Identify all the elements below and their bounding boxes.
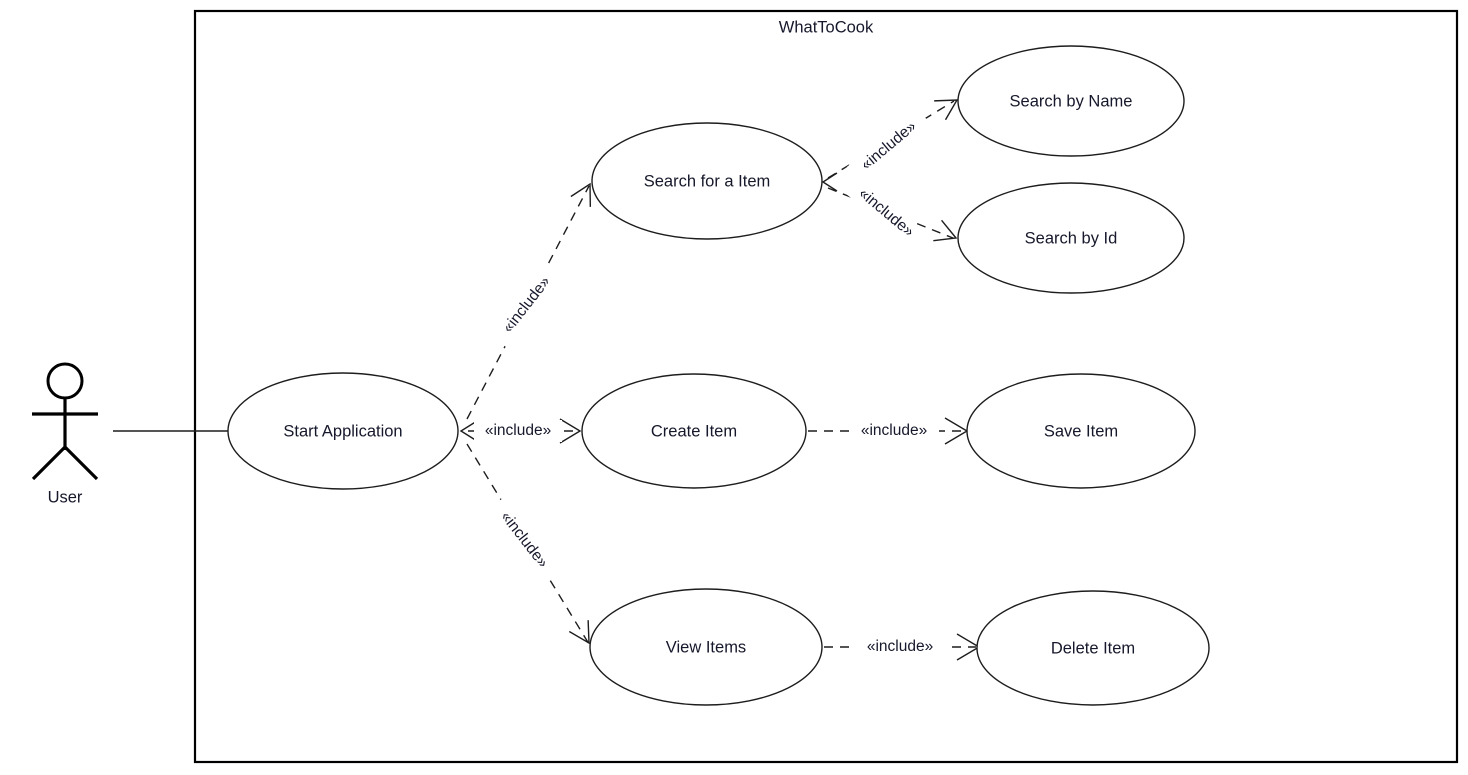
- use-case-label: Save Item: [1044, 422, 1118, 440]
- label-backdrop: [849, 420, 939, 442]
- use-case-create-item[interactable]: Create Item: [581, 373, 807, 489]
- arrowhead-into-search-for-item: [570, 182, 592, 207]
- label-backdrop: [843, 175, 929, 251]
- use-case-label: Create Item: [651, 422, 737, 440]
- include-label-view-to-delete: «include»: [855, 636, 945, 658]
- use-case-save-item[interactable]: Save Item: [966, 373, 1196, 489]
- use-case-ellipse: [976, 590, 1210, 706]
- system-boundary-title: WhatToCook: [779, 18, 874, 36]
- arrowhead-into-view-items: [568, 620, 590, 645]
- actor-left-leg-icon: [31, 445, 67, 481]
- include-label-text: «include»: [867, 638, 933, 655]
- actor-label: User: [48, 488, 83, 506]
- arrowhead-into-create-item: [559, 418, 582, 444]
- actor-user[interactable]: User: [31, 362, 99, 506]
- label-backdrop: [855, 636, 945, 658]
- use-case-search-by-name[interactable]: Search by Name: [957, 45, 1185, 157]
- arrowhead-into-start-application: [459, 420, 478, 442]
- use-case-ellipse: [581, 373, 807, 489]
- arrowhead-into-search-by-name: [934, 99, 959, 121]
- label-backdrop: [490, 261, 564, 349]
- use-case-ellipse: [957, 45, 1185, 157]
- actor-head-icon: [46, 362, 84, 400]
- use-case-label: Search for a Item: [644, 172, 771, 190]
- use-case-label: View Items: [666, 638, 746, 656]
- include-label-text: «include»: [485, 422, 551, 439]
- use-case-delete-item[interactable]: Delete Item: [976, 590, 1210, 706]
- include-link-search-to-name[interactable]: [827, 100, 955, 179]
- arrowhead-into-search-by-id: [933, 219, 958, 242]
- arrowhead-group: [459, 99, 981, 661]
- include-label-create-to-save: «include»: [849, 420, 939, 442]
- include-label-text: «include»: [861, 422, 927, 439]
- use-case-ellipse: [589, 588, 823, 706]
- use-case-ellipse: [966, 373, 1196, 489]
- use-case-label: Delete Item: [1051, 639, 1135, 657]
- use-case-search-by-id[interactable]: Search by Id: [957, 182, 1185, 294]
- use-case-label: Start Application: [283, 422, 402, 440]
- use-case-ellipse: [591, 122, 823, 240]
- use-case-start-application[interactable]: Start Application: [227, 372, 459, 490]
- actor-right-leg-icon: [63, 445, 99, 481]
- label-backdrop: [474, 420, 562, 442]
- arrowhead-into-search-for-item-right: [821, 172, 838, 192]
- label-backdrop: [487, 496, 561, 584]
- use-case-ellipse: [957, 182, 1185, 294]
- use-case-ellipse: [227, 372, 459, 490]
- include-label-start-to-create: «include»: [474, 420, 562, 442]
- use-case-label: Search by Name: [1010, 92, 1133, 110]
- label-backdrop: [846, 108, 932, 184]
- use-case-search-for-item[interactable]: Search for a Item: [591, 122, 823, 240]
- use-case-view-items[interactable]: View Items: [589, 588, 823, 706]
- use-case-label: Search by Id: [1025, 229, 1118, 247]
